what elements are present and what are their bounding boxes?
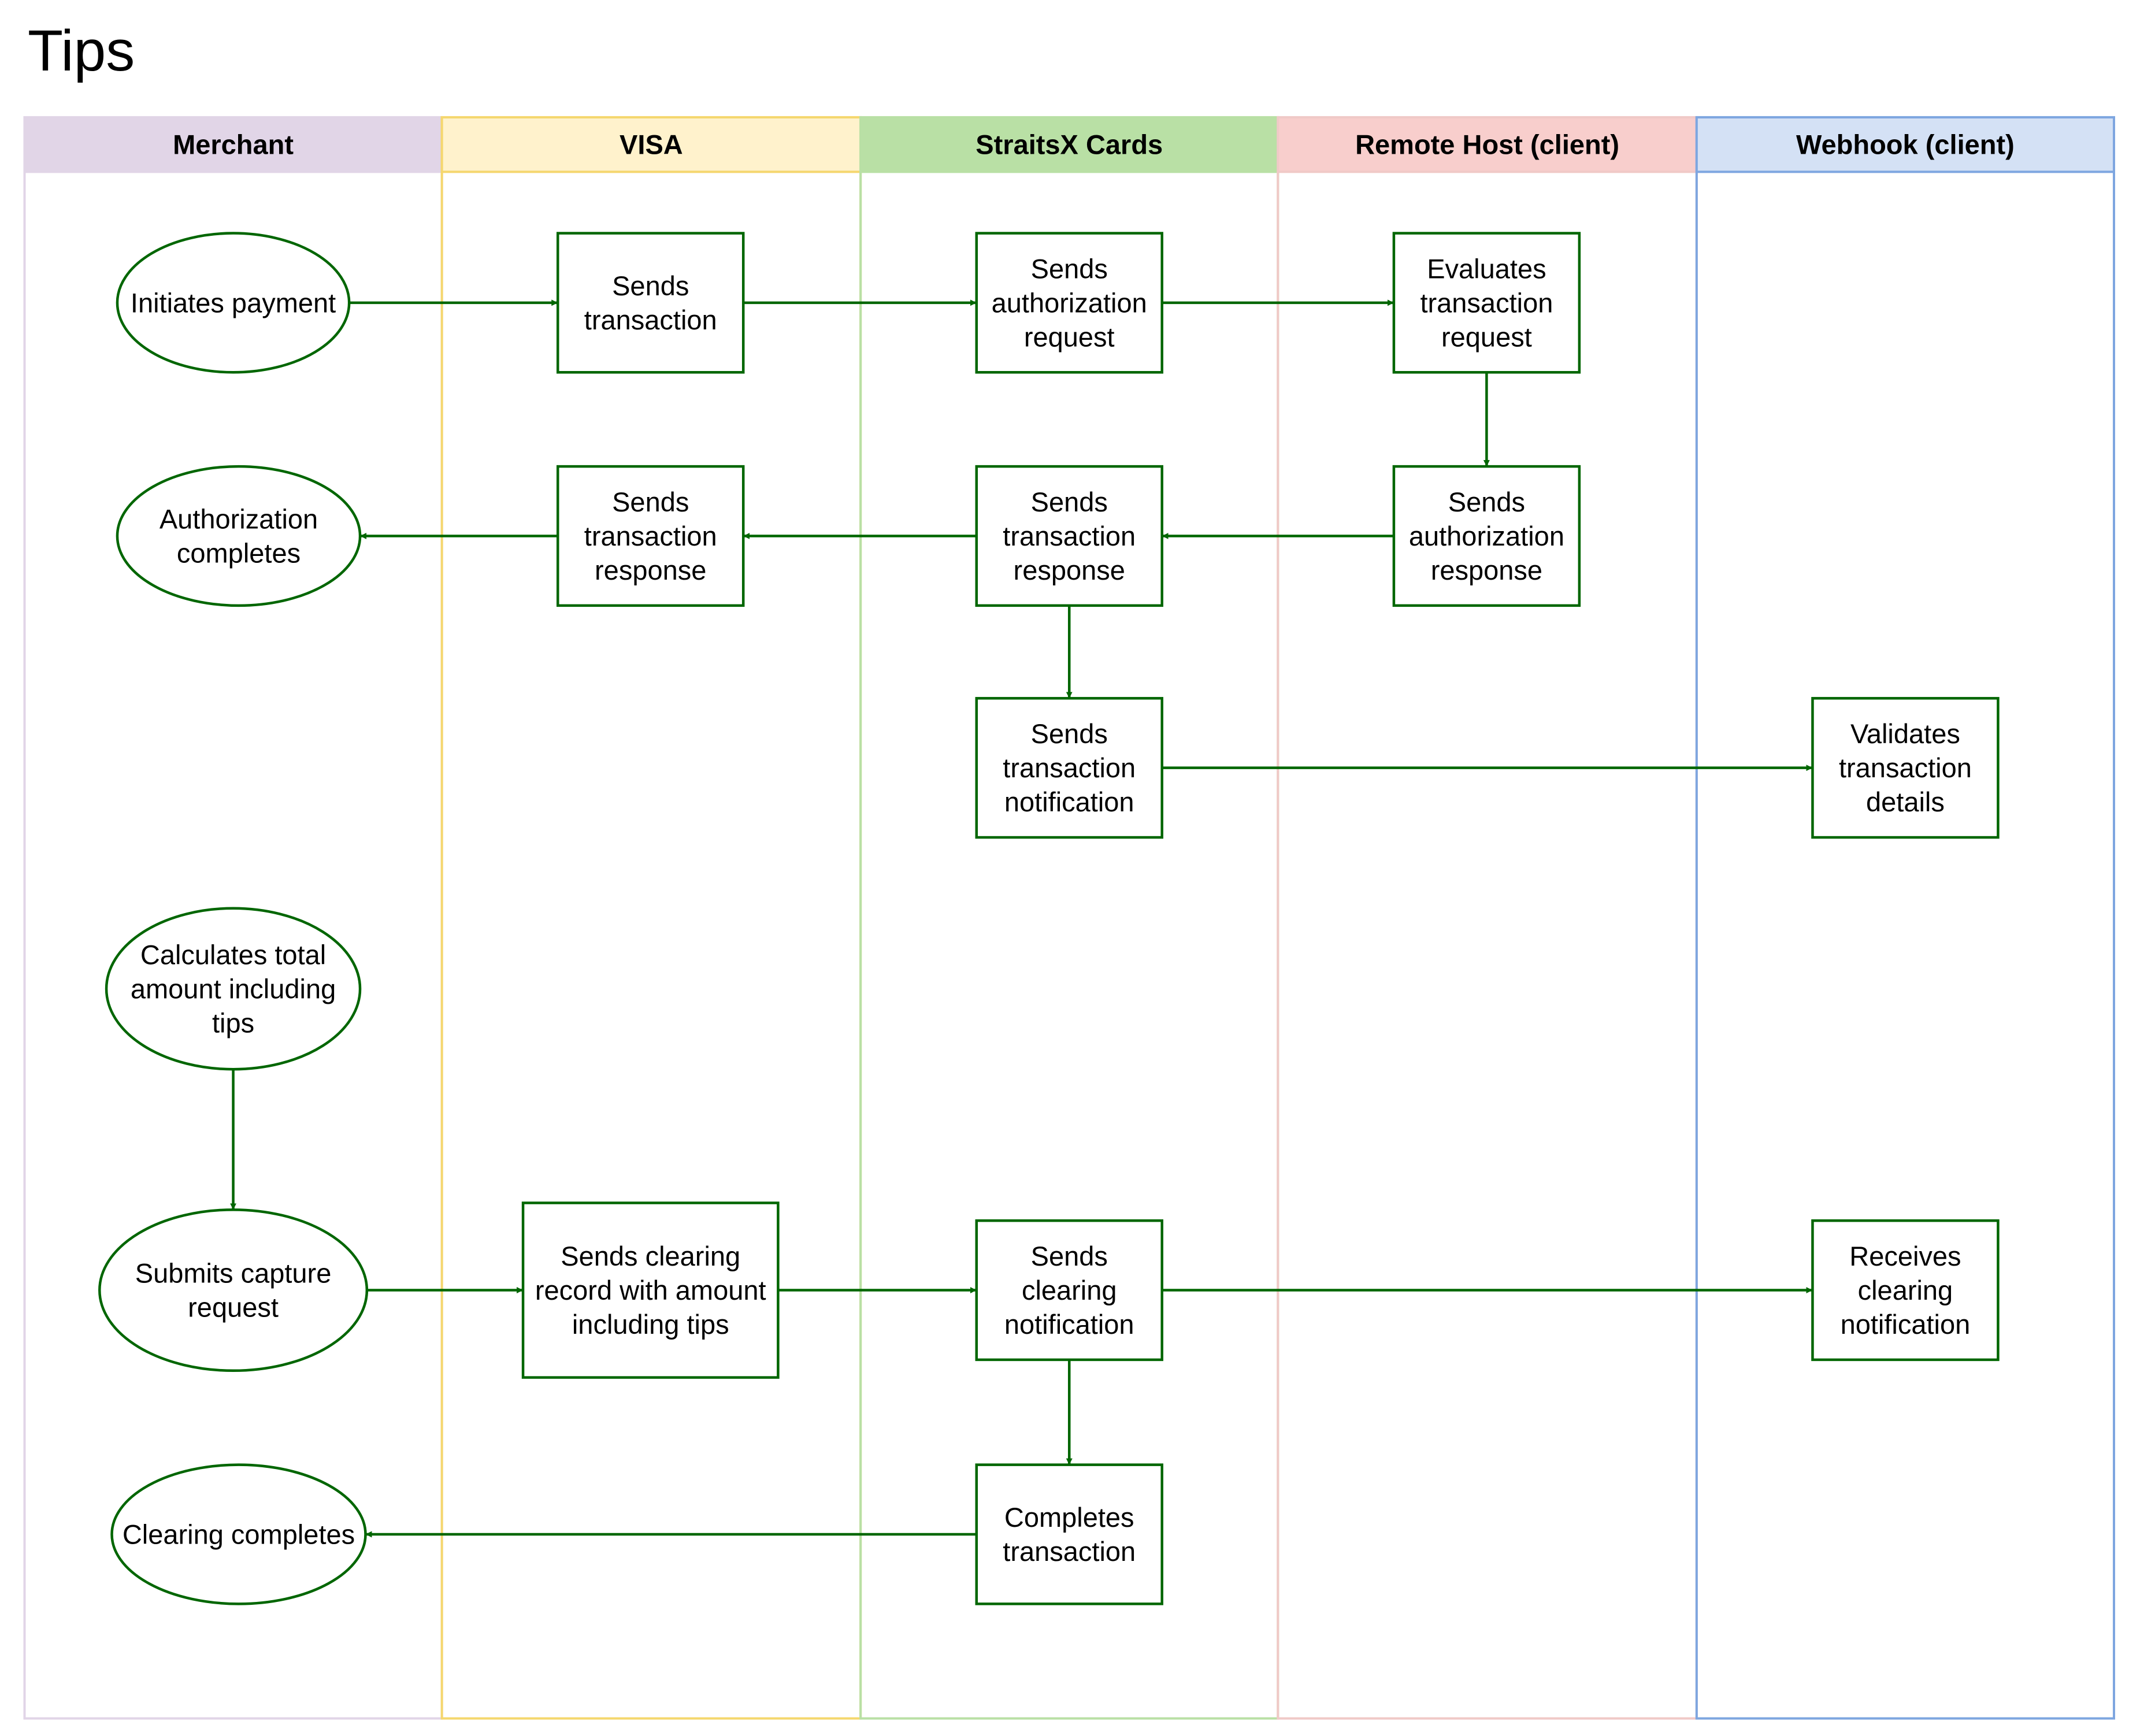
node-label-line: including tips	[572, 1309, 729, 1340]
node-label-line: Sends	[1031, 718, 1108, 749]
node-visa-sends-response: Sends transaction response	[556, 465, 745, 607]
node-label-line: details	[1866, 787, 1945, 817]
lane-header-remote: Remote Host (client)	[1355, 129, 1619, 160]
node-sends-clearing-record: Sends clearing record with amount includin…	[521, 1201, 780, 1379]
lane-header-webhook: Webhook (client)	[1796, 129, 2015, 160]
node-label-line: transaction	[1003, 752, 1136, 783]
node-label-line: Sends	[612, 487, 689, 517]
lane-visa: VISA	[440, 116, 862, 1720]
node-label-line: Sends	[1031, 253, 1108, 284]
node-label-line: Sends	[1448, 487, 1525, 517]
node-sends-transaction: Sends transaction	[556, 232, 745, 374]
box-shape	[975, 1219, 1163, 1362]
ellipse-shape	[116, 232, 351, 374]
lane-merchant: Merchant	[23, 116, 443, 1720]
ellipse-shape	[110, 1463, 367, 1605]
node-label-line: response	[1014, 555, 1125, 585]
box-shape	[975, 1463, 1163, 1605]
node-label-line: authorization	[992, 287, 1147, 318]
node-label-line: request	[188, 1292, 279, 1323]
node-label-line: Clearing completes	[123, 1519, 355, 1550]
node-label-line: response	[595, 555, 706, 585]
lane-header-visa: VISA	[620, 129, 683, 160]
node-label-line: transaction	[1003, 521, 1136, 551]
node-calculates-total: Calculates total amount including tips	[105, 907, 362, 1071]
node-label-line: transaction	[584, 305, 717, 335]
node-label-line: Initiates payment	[131, 287, 336, 318]
node-label-line: tips	[212, 1008, 254, 1038]
node-label-line: Sends	[1031, 487, 1108, 517]
node-label-line: transaction	[584, 521, 717, 551]
node-label-line: Submits capture	[135, 1258, 332, 1289]
node-label-line: Authorization	[160, 503, 318, 534]
node-label-line: Evaluates	[1427, 253, 1546, 284]
node-label-line: clearing	[1022, 1275, 1117, 1305]
node-label-line: Validates	[1850, 718, 1960, 749]
lane-header-straitsx: StraitsX Cards	[976, 129, 1163, 160]
node-label-line: amount including	[131, 974, 336, 1004]
node-label-line: record with amount	[535, 1275, 766, 1305]
node-label-line: Sends clearing	[561, 1241, 740, 1271]
node-label-line: transaction	[1839, 752, 1972, 783]
node-clearing-completes: Clearing completes	[110, 1463, 367, 1605]
node-label-line: notification	[1004, 1309, 1134, 1340]
ellipse-shape	[105, 907, 362, 1071]
box-shape	[1392, 232, 1581, 374]
lane-straitsx: StraitsX Cards	[859, 116, 1279, 1720]
node-label-line: Completes	[1004, 1502, 1134, 1533]
lane-header-bg	[859, 116, 1279, 173]
lane-header-bg	[1277, 116, 1698, 173]
node-label-line: clearing	[1858, 1275, 1953, 1305]
box-shape	[556, 232, 745, 374]
node-receives-clearing-notification: Receives clearing notification	[1811, 1219, 2000, 1362]
node-sx-sends-response: Sends transaction response	[975, 465, 1163, 607]
node-initiates-payment: Initiates payment	[116, 232, 351, 374]
box-shape	[1392, 465, 1581, 607]
box-shape	[1811, 697, 2000, 839]
lane-body	[1695, 116, 2116, 1720]
node-label-line: Receives	[1849, 1241, 1961, 1271]
box-shape	[975, 465, 1163, 607]
node-sends-clearing-notification: Sends clearing notification	[975, 1219, 1163, 1362]
node-label-line: request	[1441, 321, 1532, 352]
lane-header-bg	[1695, 116, 2116, 173]
ellipse-shape	[98, 1208, 369, 1373]
node-label-line: transaction	[1420, 287, 1553, 318]
box-shape	[521, 1201, 780, 1379]
node-sends-auth-response: Sends authorization response	[1392, 465, 1581, 607]
node-label-line: completes	[177, 537, 301, 568]
ellipse-shape	[116, 465, 362, 607]
node-label-line: transaction	[1003, 1536, 1136, 1567]
lane-header-merchant: Merchant	[173, 129, 294, 160]
lane-webhook: Webhook (client)	[1695, 116, 2116, 1720]
node-label-line: Sends	[612, 270, 689, 301]
node-label-line: Calculates total	[140, 940, 326, 970]
node-label-line: Sends	[1031, 1241, 1108, 1271]
page-title: Tips	[28, 18, 135, 83]
box-shape	[1811, 1219, 2000, 1362]
node-label-line: notification	[1841, 1309, 1971, 1340]
node-label-line: response	[1431, 555, 1542, 585]
node-label-line: authorization	[1409, 521, 1564, 551]
box-shape	[975, 697, 1163, 839]
node-label-line: notification	[1004, 787, 1134, 817]
node-label-line: request	[1024, 321, 1115, 352]
lane-header-bg	[23, 116, 443, 173]
box-shape	[975, 232, 1163, 374]
box-shape	[556, 465, 745, 607]
